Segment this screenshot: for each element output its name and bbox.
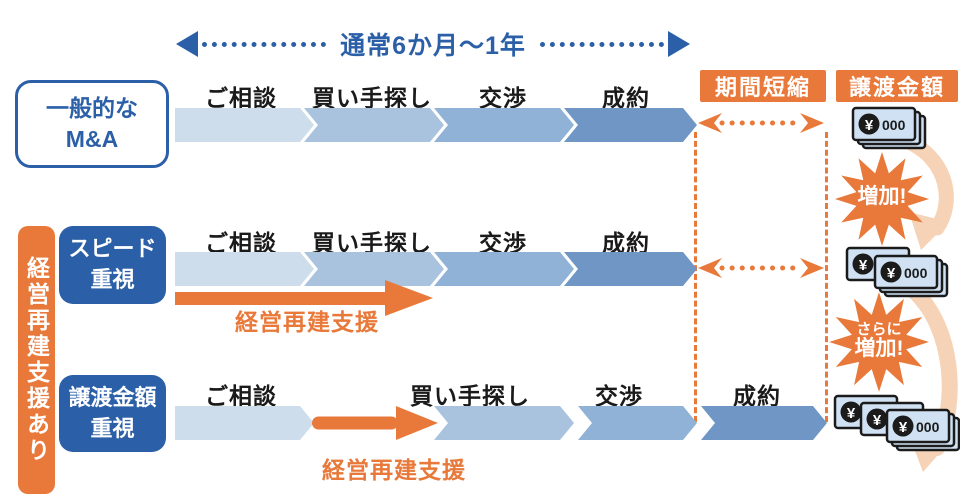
money-stack-1-icon: ¥ 000 xyxy=(851,106,927,150)
svg-text:000: 000 xyxy=(916,419,940,435)
stage-label: 交渉 xyxy=(595,383,643,409)
svg-text:000: 000 xyxy=(904,265,928,281)
burst-label: 増加! xyxy=(857,184,907,208)
svg-text:¥: ¥ xyxy=(859,257,868,274)
svg-text:000: 000 xyxy=(882,117,906,133)
arrowhead-left-icon xyxy=(176,31,198,57)
timeline-bar-general xyxy=(175,108,697,142)
support-label: 経営再建支援 xyxy=(235,309,379,335)
dashed-guide-left xyxy=(694,132,697,422)
timeline-bar-amount xyxy=(175,406,827,440)
period-saved-arrow xyxy=(698,258,824,278)
stage-label: 成約 xyxy=(602,85,650,111)
row-label-line: 譲渡金額 xyxy=(68,384,157,410)
money-stack-2-icon: ¥ ¥ 000 xyxy=(845,246,949,298)
support-arrow-speed xyxy=(175,280,433,316)
support-arrow-inline xyxy=(312,406,438,440)
stage-label: 買い手探し xyxy=(312,230,432,256)
burst-label-line2: 増加! xyxy=(854,336,904,360)
burst-label-line1: さらに xyxy=(856,321,902,339)
svg-text:¥: ¥ xyxy=(865,117,874,134)
svg-text:¥: ¥ xyxy=(899,419,908,436)
svg-text:¥: ¥ xyxy=(847,405,856,422)
stage-label: 交渉 xyxy=(479,85,527,111)
starburst-icon xyxy=(829,292,929,392)
stage-label: 交渉 xyxy=(479,230,527,256)
support-label: 経営再建支援 xyxy=(322,457,466,483)
duration-arrow: 通常6か月〜1年 xyxy=(176,30,690,60)
row-label-line: M&A xyxy=(65,126,119,152)
header-transfer-amount: 譲渡金額 xyxy=(836,70,958,102)
dotted-line xyxy=(202,41,327,47)
row-label-speed-priority: スピード 重視 xyxy=(59,226,166,304)
stage-label: 買い手探し xyxy=(410,383,530,409)
stage-label: ご相談 xyxy=(205,383,277,409)
header-period-reduction: 期間短縮 xyxy=(700,70,826,102)
row-label-line: 一般的な xyxy=(46,94,138,121)
stage-label: ご相談 xyxy=(205,85,277,111)
row-label-line: 重視 xyxy=(90,267,135,292)
dotted-line xyxy=(539,41,664,47)
timeline-bar-speed xyxy=(175,252,697,286)
svg-text:¥: ¥ xyxy=(873,412,882,429)
arrowhead-right-icon xyxy=(668,31,690,57)
row-label-line: 重視 xyxy=(90,415,135,441)
row-label-amount-priority: 譲渡金額 重視 xyxy=(59,375,166,452)
stage-label: 買い手探し xyxy=(312,85,432,111)
row-label-general-ma: 一般的な M&A xyxy=(15,80,169,168)
further-increase-burst: さらに 増加! xyxy=(827,290,931,392)
svg-text:¥: ¥ xyxy=(887,265,896,282)
row-label-line: スピード xyxy=(68,236,157,262)
stage-label: 成約 xyxy=(733,383,781,409)
increase-burst: 増加! xyxy=(833,150,931,247)
stage-label: ご相談 xyxy=(205,230,277,256)
duration-label: 通常6か月〜1年 xyxy=(340,32,526,60)
money-stack-3-icon: ¥ ¥ ¥ 000 xyxy=(833,394,960,452)
starburst-icon xyxy=(834,151,930,247)
dashed-guide-right xyxy=(825,132,828,422)
stage-label: 成約 xyxy=(602,230,650,256)
period-saved-arrow xyxy=(698,113,824,133)
side-label-restructuring-support: 経営再建支援あり xyxy=(18,226,55,494)
